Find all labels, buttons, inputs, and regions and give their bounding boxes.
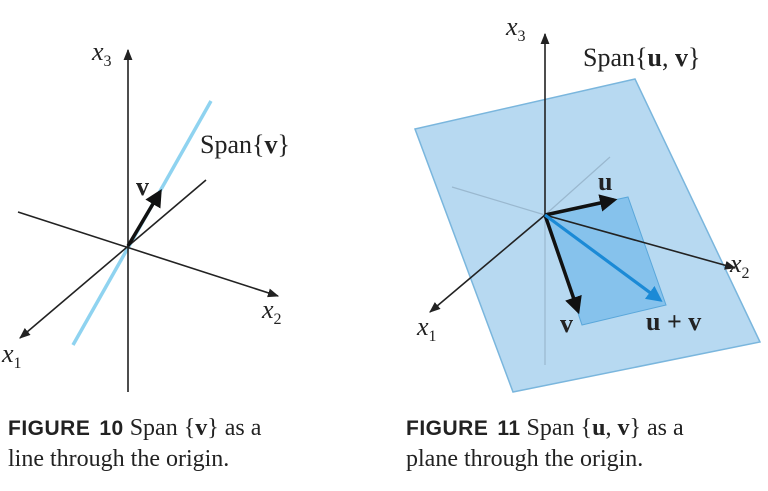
figure-11-caption-span: Span xyxy=(526,415,575,441)
vector-v-label: v xyxy=(560,309,573,338)
span-uv-label: Span{u, v} xyxy=(583,43,700,72)
x2-axis-label: x2 xyxy=(261,295,282,328)
figure-10-word: FIGURE xyxy=(8,417,91,440)
figure-10-caption-span: Span xyxy=(129,415,178,441)
vector-u-plus-v xyxy=(544,213,663,302)
x1-axis-label: x1 xyxy=(416,312,437,345)
figure-11-word: FIGURE xyxy=(406,417,489,440)
vector-v-label: v xyxy=(136,172,149,201)
x2-axis xyxy=(544,214,737,270)
figure-10-diagram: x3 x2 x1 v Span{v} xyxy=(1,37,290,392)
figure-11-number: 11 xyxy=(497,417,521,440)
vector-u-label: u xyxy=(598,167,612,196)
x2-axis-hidden xyxy=(451,186,546,216)
x1-axis-hidden xyxy=(544,156,611,216)
x3-axis-label: x3 xyxy=(505,12,526,45)
span-v-label: Span{v} xyxy=(200,130,290,159)
x3-axis-label: x3 xyxy=(91,37,112,70)
figure-10-number: 10 xyxy=(99,417,124,440)
vector-v xyxy=(543,214,582,315)
x2-axis-label: x2 xyxy=(729,249,750,282)
x2-axis xyxy=(17,211,280,298)
u-plus-v-label: u + v xyxy=(646,307,701,336)
x1-axis xyxy=(429,214,546,313)
figure-10-caption-line2: line through the origin. xyxy=(8,446,230,472)
figure-11-caption-line2: plane through the origin. xyxy=(406,446,644,472)
figure-11-diagram: x3 x2 x1 Span{u, v} u v u + v xyxy=(413,12,762,393)
vector-v xyxy=(126,188,162,247)
x1-axis-label: x1 xyxy=(1,339,22,372)
x1-axis xyxy=(19,179,207,339)
vector-u xyxy=(544,194,618,217)
